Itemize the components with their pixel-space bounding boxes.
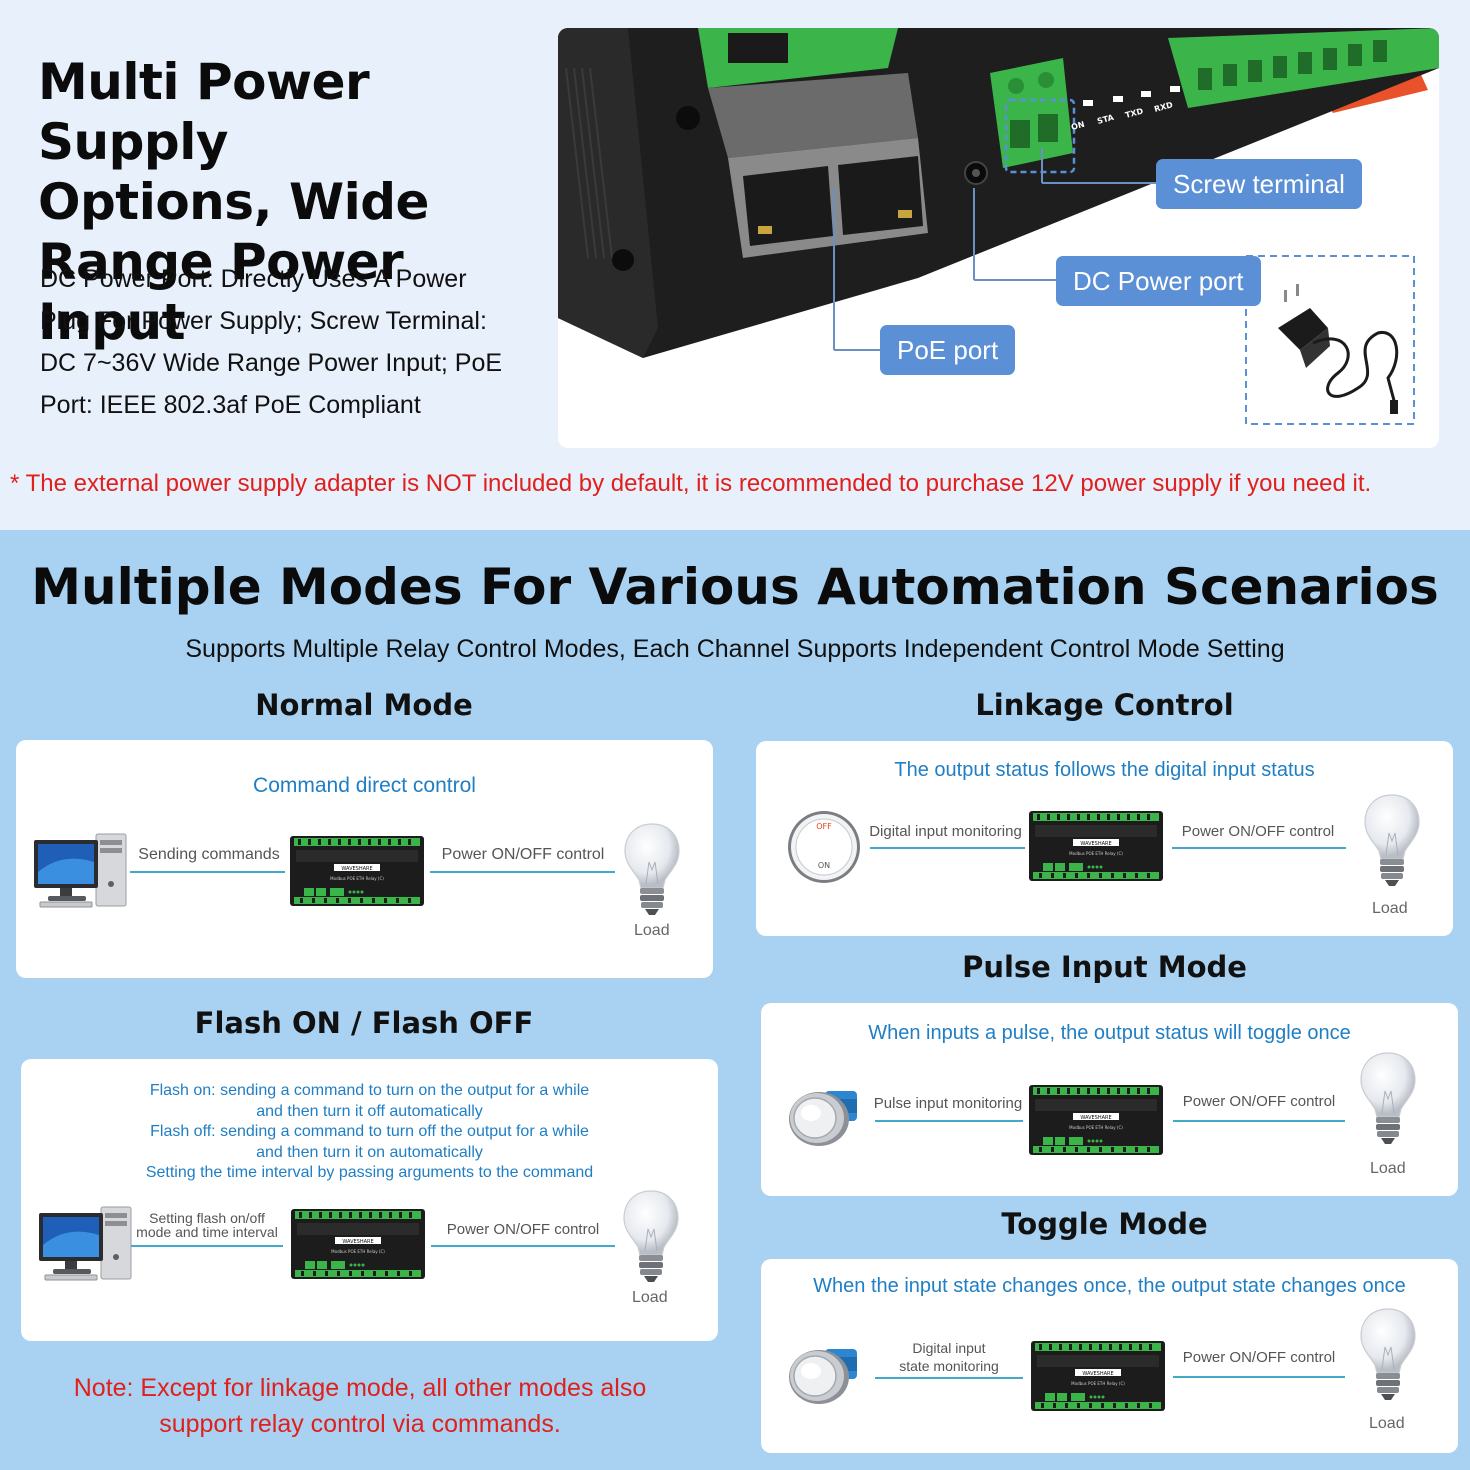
- description-line: DC Power Port: Directly Uses A Power: [40, 265, 467, 293]
- relay-device-icon: [290, 836, 424, 906]
- description-line: DC 7~36V Wide Range Power Input; PoE: [40, 349, 503, 377]
- linkage-input-label: Digital input monitoring: [869, 823, 1022, 840]
- connector-line: [1173, 1376, 1345, 1378]
- light-bulb-icon: [1358, 1051, 1418, 1146]
- device-closeup-illustration: ON STA TXD RXD: [558, 28, 1439, 425]
- push-button-icon: [785, 1343, 865, 1407]
- connector-line: [875, 1120, 1023, 1122]
- power-supply-title: Multi Power Supply Options, Wide Range P…: [38, 52, 548, 352]
- linkage-control-card: The output status follows the digital in…: [756, 741, 1453, 936]
- flash-mode-heading: Flash on: sending a command to turn on t…: [21, 1081, 718, 1184]
- linkage-control-title: Linkage Control: [975, 688, 1234, 722]
- connector-line: [130, 871, 285, 873]
- light-bulb-icon: [1362, 793, 1422, 888]
- flash-input-line: mode and time interval: [136, 1224, 278, 1240]
- connector-line: [875, 1377, 1023, 1379]
- load-label: Load: [1372, 900, 1408, 917]
- connector-line: [431, 1245, 615, 1247]
- light-bulb-icon: [621, 1189, 681, 1284]
- relay-device-icon: [1031, 1341, 1165, 1411]
- linkage-output-label: Power ON/OFF control: [1181, 823, 1335, 840]
- connector-line: [1172, 847, 1346, 849]
- normal-mode-heading: Command direct control: [253, 774, 476, 797]
- normal-mode-title: Normal Mode: [255, 688, 473, 722]
- modes-note: Note: Except for linkage mode, all other…: [30, 1370, 690, 1442]
- screw-terminal-callout: Screw terminal: [1156, 159, 1362, 209]
- toggle-heading: When the input state changes once, the o…: [813, 1275, 1406, 1297]
- power-supply-section: Multi Power Supply Options, Wide Range P…: [0, 0, 1470, 530]
- note-line: support relay control via commands.: [159, 1410, 561, 1438]
- adapter-warning: * The external power supply adapter is N…: [10, 470, 1372, 497]
- description-line: Port: IEEE 802.3af PoE Compliant: [40, 391, 421, 419]
- relay-device-icon: [291, 1209, 425, 1279]
- toggle-input-line: Digital input: [912, 1340, 986, 1356]
- flash-heading-line: Flash on: sending a command to turn on t…: [149, 1082, 590, 1099]
- flash-heading-line: and then turn it off automatically: [256, 1102, 483, 1120]
- title-line: Options, Wide: [38, 173, 429, 231]
- description-line: Plug For Power Supply; Screw Terminal:: [40, 307, 487, 335]
- flash-output-label: Power ON/OFF control: [446, 1221, 600, 1238]
- computer-icon: [32, 832, 128, 908]
- load-label: Load: [1369, 1415, 1405, 1432]
- flash-heading-line: Flash off: sending a command to turn off…: [150, 1123, 589, 1140]
- dc-power-port-callout: DC Power port: [1056, 256, 1261, 306]
- light-bulb-icon: [622, 822, 682, 917]
- led-label-on: ON: [1070, 120, 1085, 132]
- push-button-icon: [785, 1085, 865, 1149]
- toggle-switch-icon: OFF ON: [788, 811, 860, 883]
- normal-input-label: Sending commands: [138, 846, 280, 863]
- switch-on-label: ON: [818, 861, 830, 870]
- load-label: Load: [1370, 1160, 1406, 1177]
- flash-input-line: Setting flash on/off: [149, 1210, 265, 1226]
- note-line: Note: Except for linkage mode, all other…: [73, 1374, 647, 1402]
- normal-mode-card: Command direct control Sending commands …: [16, 740, 713, 978]
- toggle-mode-title: Toggle Mode: [1001, 1207, 1208, 1241]
- title-line: Multi Power Supply: [38, 53, 370, 171]
- connector-line: [870, 847, 1025, 849]
- pulse-heading: When inputs a pulse, the output status w…: [868, 1022, 1351, 1044]
- connector-line: [131, 1245, 283, 1247]
- computer-icon: [37, 1205, 133, 1281]
- normal-output-label: Power ON/OFF control: [441, 846, 605, 863]
- title-line: Range Power Input: [38, 233, 404, 351]
- toggle-input-line: state monitoring: [899, 1358, 999, 1374]
- led-label-sta: STA: [1096, 113, 1115, 126]
- connector-line: [430, 871, 615, 873]
- pulse-input-label: Pulse input monitoring: [873, 1095, 1023, 1112]
- power-supply-description: DC Power Port: Directly Uses A Power Plu…: [40, 258, 520, 426]
- linkage-heading: The output status follows the digital in…: [894, 759, 1315, 781]
- flash-heading-line: Setting the time interval by passing arg…: [145, 1164, 594, 1181]
- flash-heading-line: and then turn it on automatically: [256, 1143, 483, 1161]
- toggle-mode-card: When the input state changes once, the o…: [761, 1259, 1458, 1453]
- toggle-output-label: Power ON/OFF control: [1182, 1349, 1336, 1366]
- flash-mode-title: Flash ON / Flash OFF: [194, 1006, 534, 1040]
- modes-title: Multiple Modes For Various Automation Sc…: [31, 558, 1439, 616]
- pulse-input-mode-card: When inputs a pulse, the output status w…: [761, 1003, 1458, 1196]
- light-bulb-icon: [1358, 1307, 1418, 1402]
- poe-port-callout: PoE port: [880, 325, 1016, 375]
- pulse-input-mode-title: Pulse Input Mode: [962, 950, 1247, 984]
- toggle-input-label: Digital input state monitoring: [873, 1339, 1025, 1375]
- modes-section: Multiple Modes For Various Automation Sc…: [0, 530, 1470, 1470]
- modes-subtitle: Supports Multiple Relay Control Modes, E…: [185, 635, 1285, 663]
- device-photo: ON STA TXD RXD: [558, 28, 1439, 448]
- connector-line: [1173, 1120, 1345, 1122]
- relay-device-icon: [1029, 811, 1163, 881]
- flash-mode-card: Flash on: sending a command to turn on t…: [21, 1059, 718, 1341]
- relay-device-icon: [1029, 1085, 1163, 1155]
- load-label: Load: [634, 922, 670, 939]
- pulse-output-label: Power ON/OFF control: [1182, 1093, 1336, 1110]
- switch-off-label: OFF: [816, 822, 832, 831]
- load-label: Load: [632, 1289, 668, 1306]
- flash-input-label: Setting flash on/off mode and time inter…: [129, 1211, 285, 1239]
